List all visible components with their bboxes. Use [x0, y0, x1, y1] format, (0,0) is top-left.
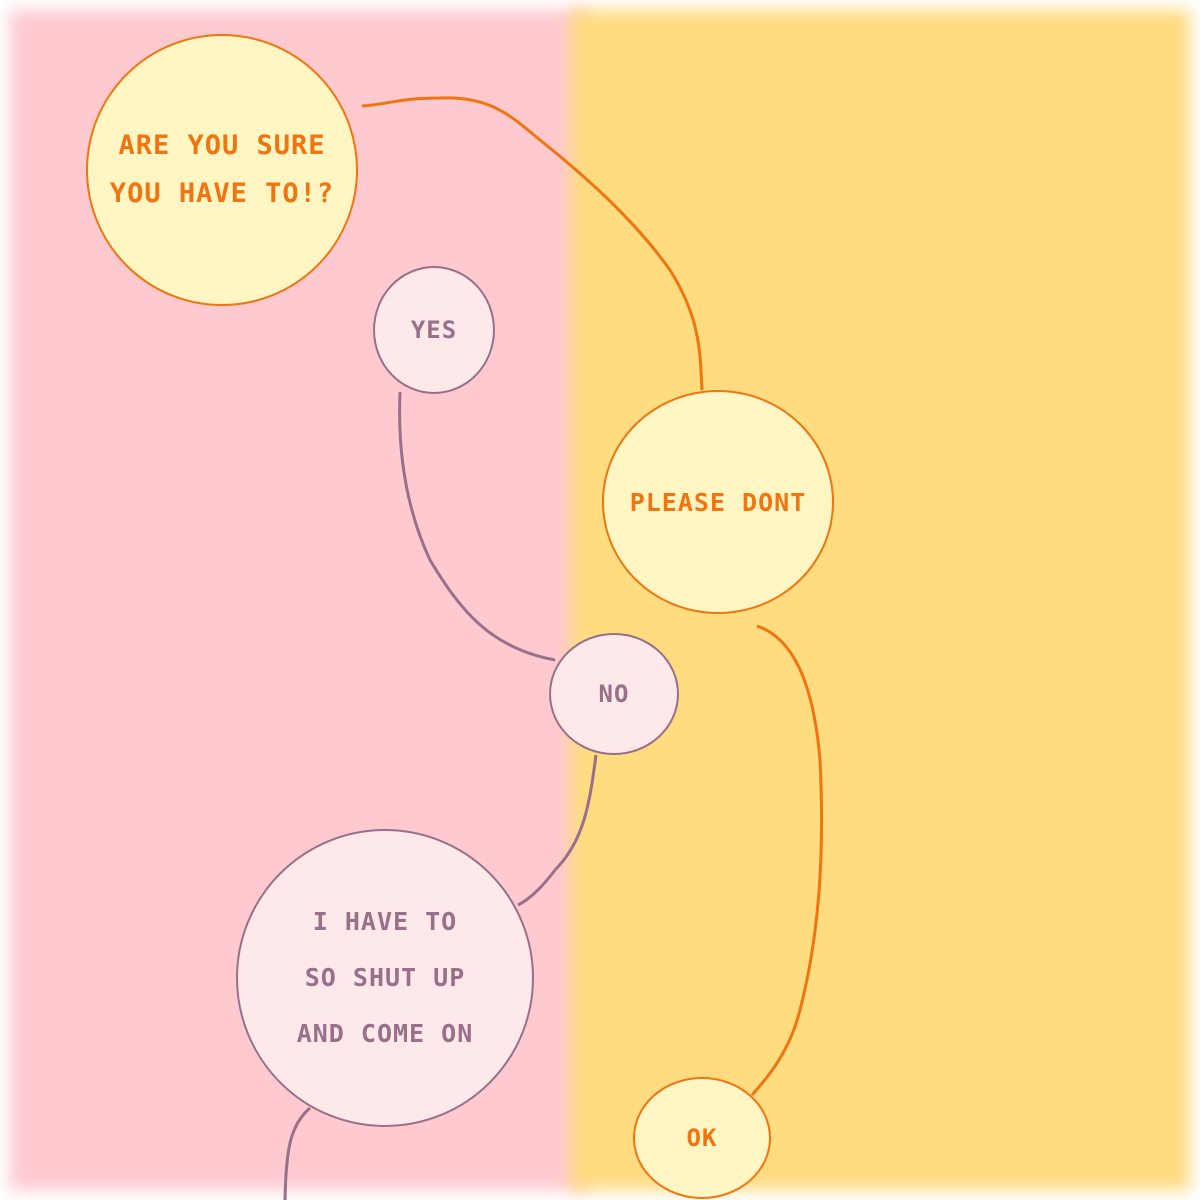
- connector-dont-to-ok: [750, 624, 824, 1097]
- node-no-label: NO: [598, 680, 630, 708]
- node-please-dont-label: PLEASE DONT: [629, 487, 807, 517]
- node-ok-label: OK: [686, 1124, 718, 1152]
- connector-sure-to-dont: [361, 96, 704, 391]
- node-i-have-to-label: I HAVE TO SO SHUT UP AND COME ON: [296, 907, 474, 1048]
- node-i-have-to: I HAVE TO SO SHUT UP AND COME ON: [236, 829, 534, 1127]
- node-are-you-sure-label: ARE YOU SURE YOU HAVE TO!?: [109, 130, 335, 209]
- node-please-dont: PLEASE DONT: [602, 390, 834, 614]
- node-ok: OK: [633, 1077, 771, 1199]
- node-yes: YES: [373, 266, 495, 394]
- connector-shut-to-offscreen: [283, 1106, 311, 1200]
- node-are-you-sure: ARE YOU SURE YOU HAVE TO!?: [86, 34, 358, 306]
- node-no: NO: [549, 633, 679, 755]
- node-yes-label: YES: [410, 316, 458, 344]
- connector-no-to-shut: [517, 754, 598, 907]
- connector-yes-to-no: [398, 391, 556, 662]
